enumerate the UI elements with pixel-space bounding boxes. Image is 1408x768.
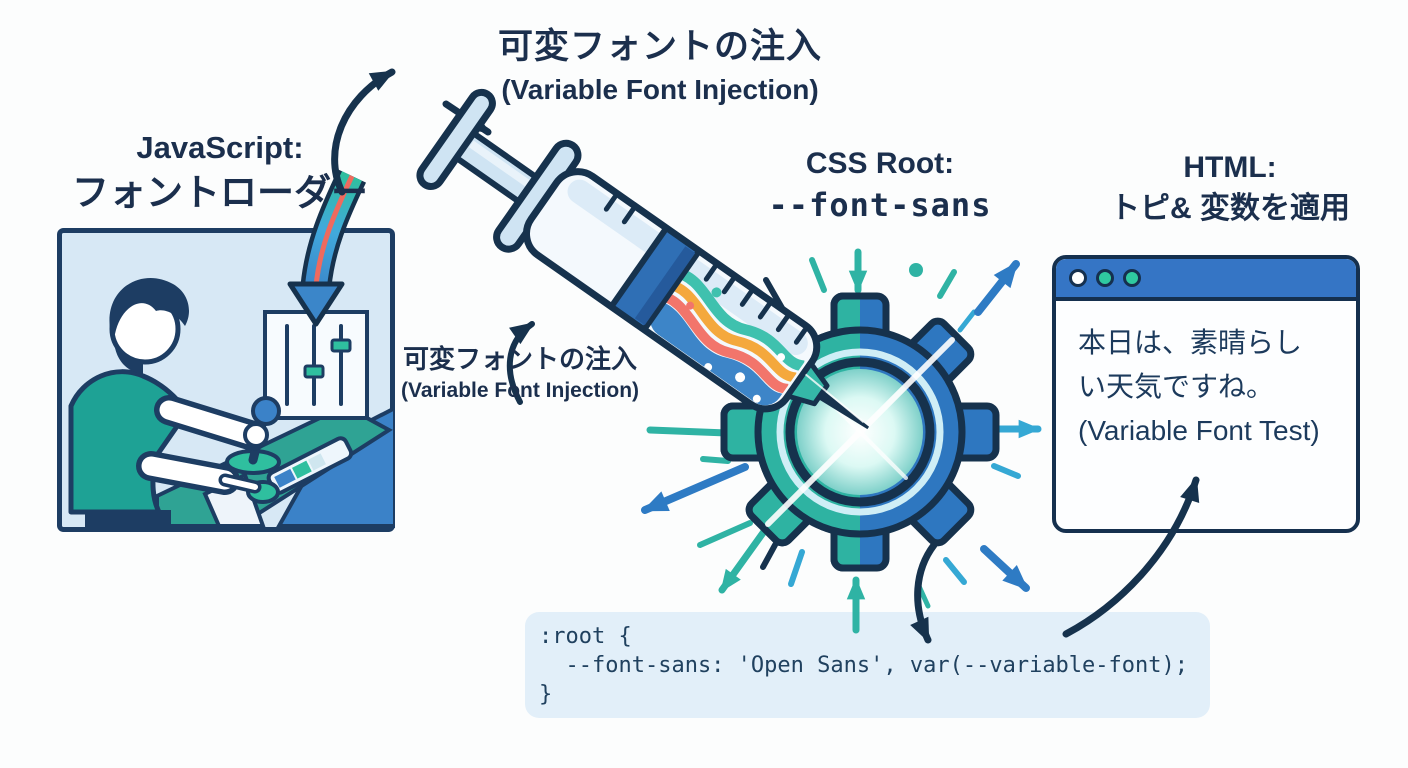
javascript-label-line2: フォントローダー [72, 171, 368, 213]
energy-rays [641, 248, 1042, 634]
diagram-title: 可変フォントの注入 (Variable Font Injection) [460, 26, 860, 106]
syringe-caption: 可変フォントの注入 (Variable Font Injection) [380, 344, 660, 403]
syringe-finger-flange [493, 139, 582, 253]
code-line1: :root { [539, 624, 632, 649]
person-hair [109, 277, 189, 334]
browser-text-line1: 本日は、素晴らし [1078, 327, 1303, 358]
chair-base [85, 510, 171, 527]
html-label-line1: HTML: [1183, 151, 1277, 184]
syringe-caption-japanese: 可変フォントの注入 [402, 344, 637, 374]
browser-titlebar [1056, 259, 1356, 301]
title-english: (Variable Font Injection) [501, 74, 819, 106]
gear-icon [724, 296, 996, 568]
syringe-seal [607, 223, 704, 334]
window-dot-icon [1069, 269, 1087, 287]
html-label: HTML: トピ& 変数を適用 [1080, 150, 1380, 227]
person-finger [222, 477, 258, 490]
window-dot-icon [1123, 269, 1141, 287]
html-label-line2: トピ& 変数を適用 [1110, 192, 1350, 226]
needle-hub [785, 360, 830, 407]
small-arrow-icon [442, 100, 492, 136]
browser-content: 本日は、素晴らし い天気ですね。 (Variable Font Test) [1056, 301, 1356, 453]
browser-window: 本日は、素晴らし い天気ですね。 (Variable Font Test) [1052, 255, 1360, 533]
person-arm-lower [141, 456, 235, 490]
font-loader-scene [57, 228, 395, 532]
person-jaw [114, 340, 143, 374]
code-line2: --font-sans: 'Open Sans', var(--variable… [539, 653, 1189, 678]
rainbow-liquid [643, 266, 806, 413]
browser-text-line3: (Variable Font Test) [1078, 415, 1320, 446]
css-code-block: :root { --font-sans: 'Open Sans', var(--… [525, 612, 1210, 718]
person-hand [243, 422, 269, 448]
title-japanese: 可変フォントの注入 [497, 27, 822, 66]
window-dot-icon [1096, 269, 1114, 287]
css-root-label: CSS Root: --font-sans [750, 146, 1010, 225]
browser-text-line2: い天気ですね。 [1078, 371, 1275, 402]
teal-dot [909, 263, 923, 277]
javascript-label: JavaScript: フォントローダー [30, 130, 410, 214]
css-root-label-line2: --font-sans [768, 186, 992, 225]
syringe-icon [416, 88, 870, 430]
font-loader-illustration [57, 228, 395, 532]
syringe-caption-english: (Variable Font Injection) [400, 378, 640, 402]
javascript-label-line1: JavaScript: [136, 130, 304, 165]
person-arm-upper [159, 400, 263, 446]
syringe-plunger-rod [452, 129, 544, 209]
needle [817, 390, 870, 430]
person-figure [68, 277, 269, 527]
css-root-label-line1: CSS Root: [805, 147, 955, 180]
console-strip [266, 436, 354, 495]
code-line3: } [539, 682, 553, 707]
lens-flare [765, 337, 955, 527]
slider-panel-icon [263, 310, 369, 420]
